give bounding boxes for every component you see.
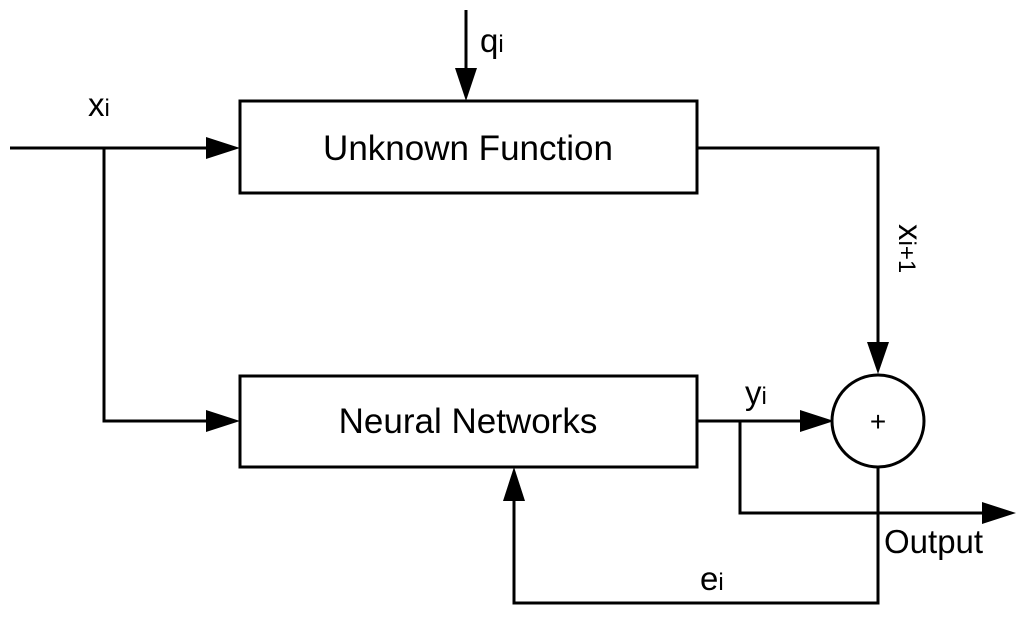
branch-wire: [102, 148, 215, 423]
q-i-label: qi: [480, 22, 504, 59]
summing-junction: [830, 373, 926, 469]
neural-networks-block: [238, 374, 699, 469]
input-arrowhead: [206, 137, 240, 159]
y-i-label: yi: [745, 374, 767, 411]
plant-output-arrowhead: [867, 342, 889, 374]
q-i-sub: i: [498, 31, 503, 58]
e-i-label: ei: [700, 560, 724, 597]
e-i-sub: i: [718, 569, 723, 596]
output-label: Output: [884, 523, 983, 560]
disturbance-arrowhead: [455, 68, 477, 101]
x-i-main: x: [88, 86, 105, 123]
output-arrowhead: [982, 502, 1016, 524]
network-output-arrowhead: [800, 410, 834, 432]
unknown-function-block: [238, 99, 699, 195]
x-i-plus-1-main: x: [892, 224, 929, 241]
neural-networks-label: Neural Networks: [339, 402, 598, 441]
e-i-main: e: [700, 560, 718, 597]
summing-junction-sign: +: [870, 406, 886, 437]
y-i-main: y: [745, 374, 762, 411]
error-feedback-wire: [512, 468, 880, 605]
x-i-label: xi: [88, 86, 110, 123]
plant-output-wire: [697, 146, 880, 350]
unknown-function-label: Unknown Function: [323, 129, 613, 168]
q-i-main: q: [480, 22, 498, 59]
x-i-plus-1-sub: i+1: [893, 241, 920, 274]
branch-arrowhead: [206, 410, 240, 432]
x-i-sub: i: [105, 95, 110, 122]
x-i-plus-1-label: xi+1: [892, 224, 929, 273]
error-arrowhead: [503, 467, 525, 501]
y-i-sub: i: [762, 383, 767, 410]
output-wire: [738, 421, 982, 515]
